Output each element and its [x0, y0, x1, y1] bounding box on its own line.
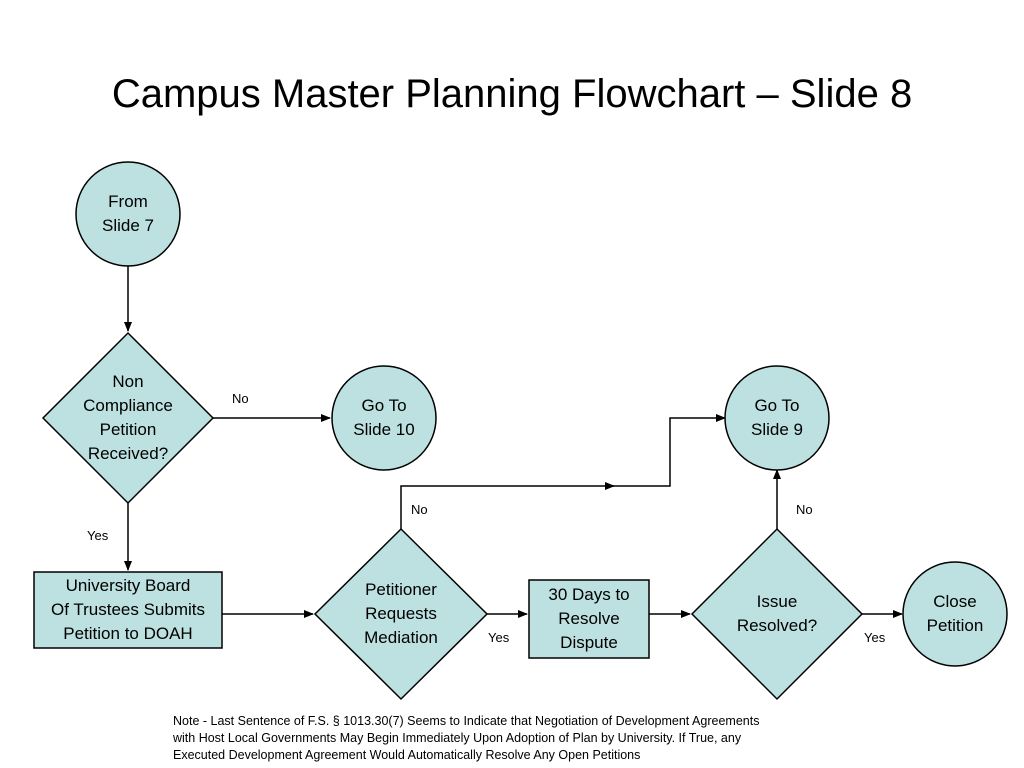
- page-title: Campus Master Planning Flowchart – Slide…: [111, 72, 913, 116]
- edge-mediation-no-part1: [400, 482, 615, 529]
- close-petition-label: Close Petition: [926, 592, 984, 635]
- start-node-circle: [75, 161, 181, 267]
- edge-label-no: No: [796, 502, 813, 517]
- edge-label-no: No: [232, 391, 249, 406]
- decision-issue-label: Issue Resolved?: [736, 592, 818, 635]
- decision-mediation-label: Petitioner Requests Mediation: [364, 580, 438, 647]
- decision-noncompliance-label: Non Compliance Petition Received?: [83, 372, 173, 463]
- thirty-days-box: [528, 579, 650, 659]
- decision-issue-diamond: [690, 527, 864, 701]
- board-process-label: University Board Of Trustees Submits Pet…: [51, 576, 205, 643]
- footnote: Note - Last Sentence of F.S. § 1013.30(7…: [173, 714, 760, 762]
- decision-noncompliance-diamond: [41, 331, 215, 505]
- goto-slide10-label: Go To Slide 10: [353, 396, 415, 439]
- edge-label-yes: Yes: [488, 630, 510, 645]
- decision-mediation-diamond: [313, 527, 489, 701]
- thirty-days-label: 30 Days to Resolve Dispute: [548, 585, 630, 652]
- goto-slide9-label: Go To Slide 9: [751, 396, 803, 439]
- edge-label-yes: Yes: [87, 528, 109, 543]
- edge-label-no: No: [411, 502, 428, 517]
- goto-slide10-circle: [331, 365, 437, 471]
- close-petition-circle: [902, 561, 1008, 667]
- edge-label-yes: Yes: [864, 630, 886, 645]
- start-node-label: From Slide 7: [102, 192, 154, 235]
- goto-slide9-circle: [724, 365, 830, 471]
- edge-mediation-no-part2: [612, 414, 726, 487]
- board-process-box: [33, 571, 223, 649]
